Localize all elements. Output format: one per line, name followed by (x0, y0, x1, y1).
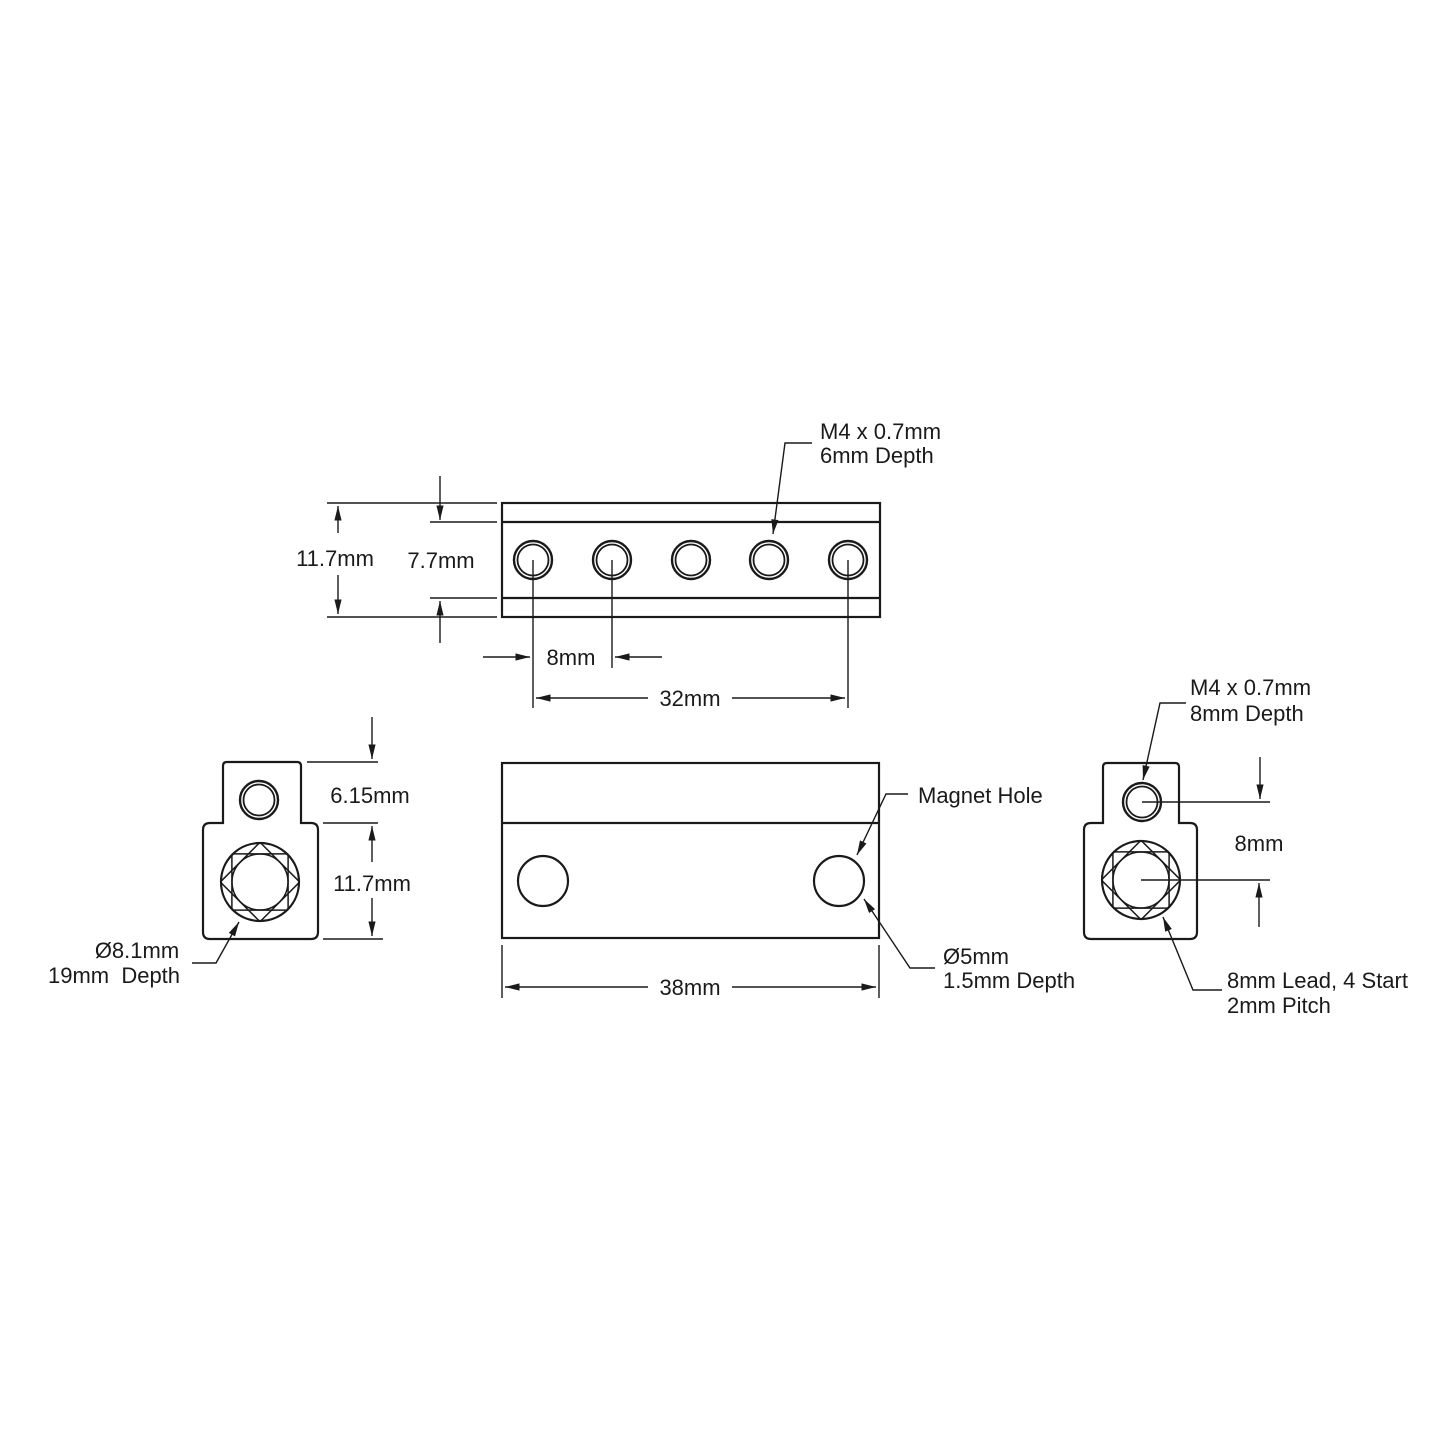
top-view-tapped-holes (512, 539, 869, 581)
right-lead-callout-line1: 8mm Lead, 4 Start (1227, 968, 1408, 993)
top-thread-callout: M4 x 0.7mm 6mm Depth (771, 419, 941, 535)
dim-left-body-height: 11.7mm (333, 826, 411, 936)
dim-left-tab-height: 6.15mm (330, 717, 410, 808)
dim-front-width-text: 38mm (659, 975, 720, 1000)
top-view: 11.7mm 7.7mm 8mm 32mm M4 x 0.7mm 6mm (296, 419, 941, 711)
left-side-view: 6.15mm 11.7mm Ø8.1mm 19mm Depth (48, 717, 411, 988)
top-view-outline (500, 501, 882, 619)
dim-top-hole-pitch-text: 8mm (547, 645, 596, 670)
magnet-hole-size-line1: Ø5mm (943, 944, 1009, 969)
magnet-hole-size-line2: 1.5mm Depth (943, 968, 1075, 993)
left-view-m4-hole (238, 779, 280, 821)
front-view-outline (500, 761, 881, 940)
top-thread-callout-line1: M4 x 0.7mm (820, 419, 941, 444)
right-thread-callout-line1: M4 x 0.7mm (1190, 675, 1311, 700)
magnet-hole-left (516, 854, 570, 908)
dim-top-overall-height: 11.7mm (296, 506, 374, 614)
magnet-hole-label: Magnet Hole (918, 783, 1043, 808)
magnet-hole-right (812, 854, 866, 908)
dim-top-hole-span-text: 32mm (659, 686, 720, 711)
right-thread-callout-line2: 8mm Depth (1190, 701, 1304, 726)
right-thread-callout: M4 x 0.7mm 8mm Depth (1142, 675, 1311, 781)
left-bore-callout-line2: 19mm Depth (48, 963, 180, 988)
dim-right-hole-offset: 8mm (1235, 757, 1284, 927)
dim-front-width: 38mm (501, 945, 880, 1000)
right-lead-callout-line2: 2mm Pitch (1227, 993, 1331, 1018)
right-side-view: 8mm M4 x 0.7mm 8mm Depth 8mm Lead, 4 Sta… (1082, 675, 1408, 1018)
dim-left-body-height-text: 11.7mm (333, 871, 411, 896)
left-view-leadscrew-bore (219, 841, 301, 923)
left-view-profile (201, 760, 320, 941)
dim-top-inner-height: 7.7mm (407, 476, 475, 643)
front-view: 38mm Magnet Hole Ø5mm 1.5mm Depth (500, 761, 1075, 1000)
dim-top-hole-span: 32mm (536, 686, 845, 711)
top-thread-callout-line2: 6mm Depth (820, 443, 934, 468)
magnet-hole-size-callout: Ø5mm 1.5mm Depth (863, 898, 1075, 993)
dim-top-overall-height-text: 11.7mm (296, 546, 374, 571)
right-lead-callout: 8mm Lead, 4 Start 2mm Pitch (1162, 916, 1408, 1018)
magnet-hole-callout: Magnet Hole (856, 783, 1043, 856)
right-view-leadscrew-bore (1100, 839, 1182, 921)
left-bore-callout: Ø8.1mm 19mm Depth (48, 921, 240, 988)
dim-right-hole-offset-text: 8mm (1235, 831, 1284, 856)
dim-left-tab-height-text: 6.15mm (330, 783, 409, 808)
dim-top-inner-height-text: 7.7mm (407, 548, 474, 573)
right-view-profile (1082, 761, 1199, 941)
dim-top-hole-pitch: 8mm (483, 645, 662, 670)
left-bore-callout-line1: Ø8.1mm (95, 938, 179, 963)
